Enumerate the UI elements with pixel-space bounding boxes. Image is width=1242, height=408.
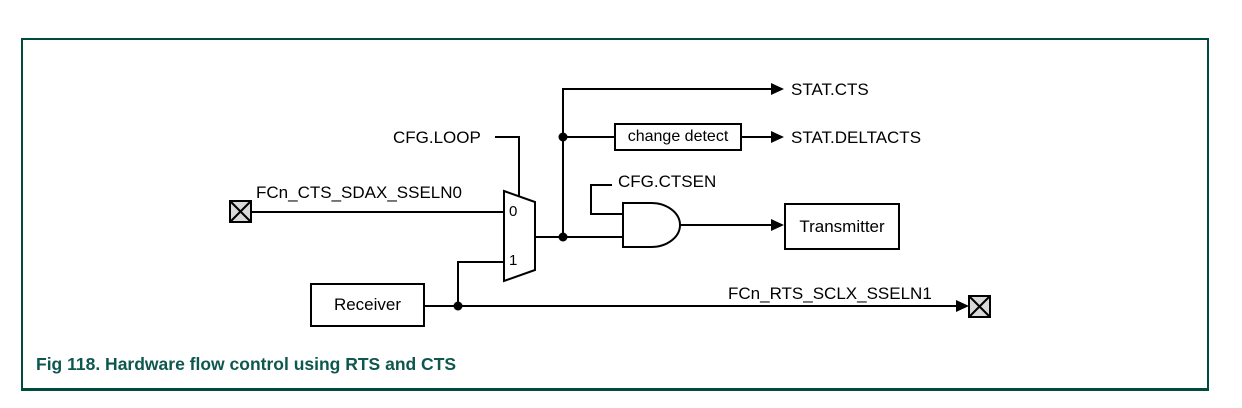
wire-cfg-loop [495, 136, 520, 197]
mux-input0-label: 0 [509, 203, 518, 220]
arrowhead-stat-cts [771, 83, 784, 95]
arrowhead-stat-deltacts [771, 131, 784, 143]
cfg-loop-label: CFG.LOOP [393, 128, 481, 147]
wire-stat-cts [562, 88, 771, 237]
receiver-block: Receiver [310, 283, 425, 327]
receiver-label: Receiver [333, 295, 402, 314]
cts-pad-icon [229, 200, 252, 223]
change-detect-block: change detect [614, 123, 742, 151]
change-detect-label: change detect [627, 128, 729, 145]
stat-cts-label: STAT.CTS [791, 80, 869, 99]
arrowhead-transmitter [771, 219, 784, 231]
mux-input1-label: 1 [509, 252, 518, 269]
junction-dot-mux-out [558, 232, 568, 242]
cts-input-pin-label: FCn_CTS_SDAX_SSELN0 [256, 183, 462, 202]
wire-cfg-ctsen [590, 184, 623, 215]
rts-pad-icon [968, 295, 991, 318]
wire-receiver-to-mux [457, 261, 505, 306]
transmitter-label: Transmitter [799, 216, 885, 236]
and-gate-icon [622, 202, 681, 248]
rts-output-pin-label: FCn_RTS_SCLX_SSELN1 [728, 284, 932, 303]
junction-dot-receiver [453, 301, 463, 311]
junction-dot-change-detect [558, 132, 568, 142]
cfg-ctsen-label: CFG.CTSEN [618, 172, 717, 191]
mux-shape [503, 189, 536, 283]
transmitter-block: Transmitter [784, 203, 900, 250]
wires [251, 88, 956, 307]
arrowhead-rts-pad [956, 300, 969, 312]
figure-caption: Fig 118. Hardware flow control using RTS… [36, 354, 457, 374]
stat-deltacts-label: STAT.DELTACTS [791, 128, 922, 147]
